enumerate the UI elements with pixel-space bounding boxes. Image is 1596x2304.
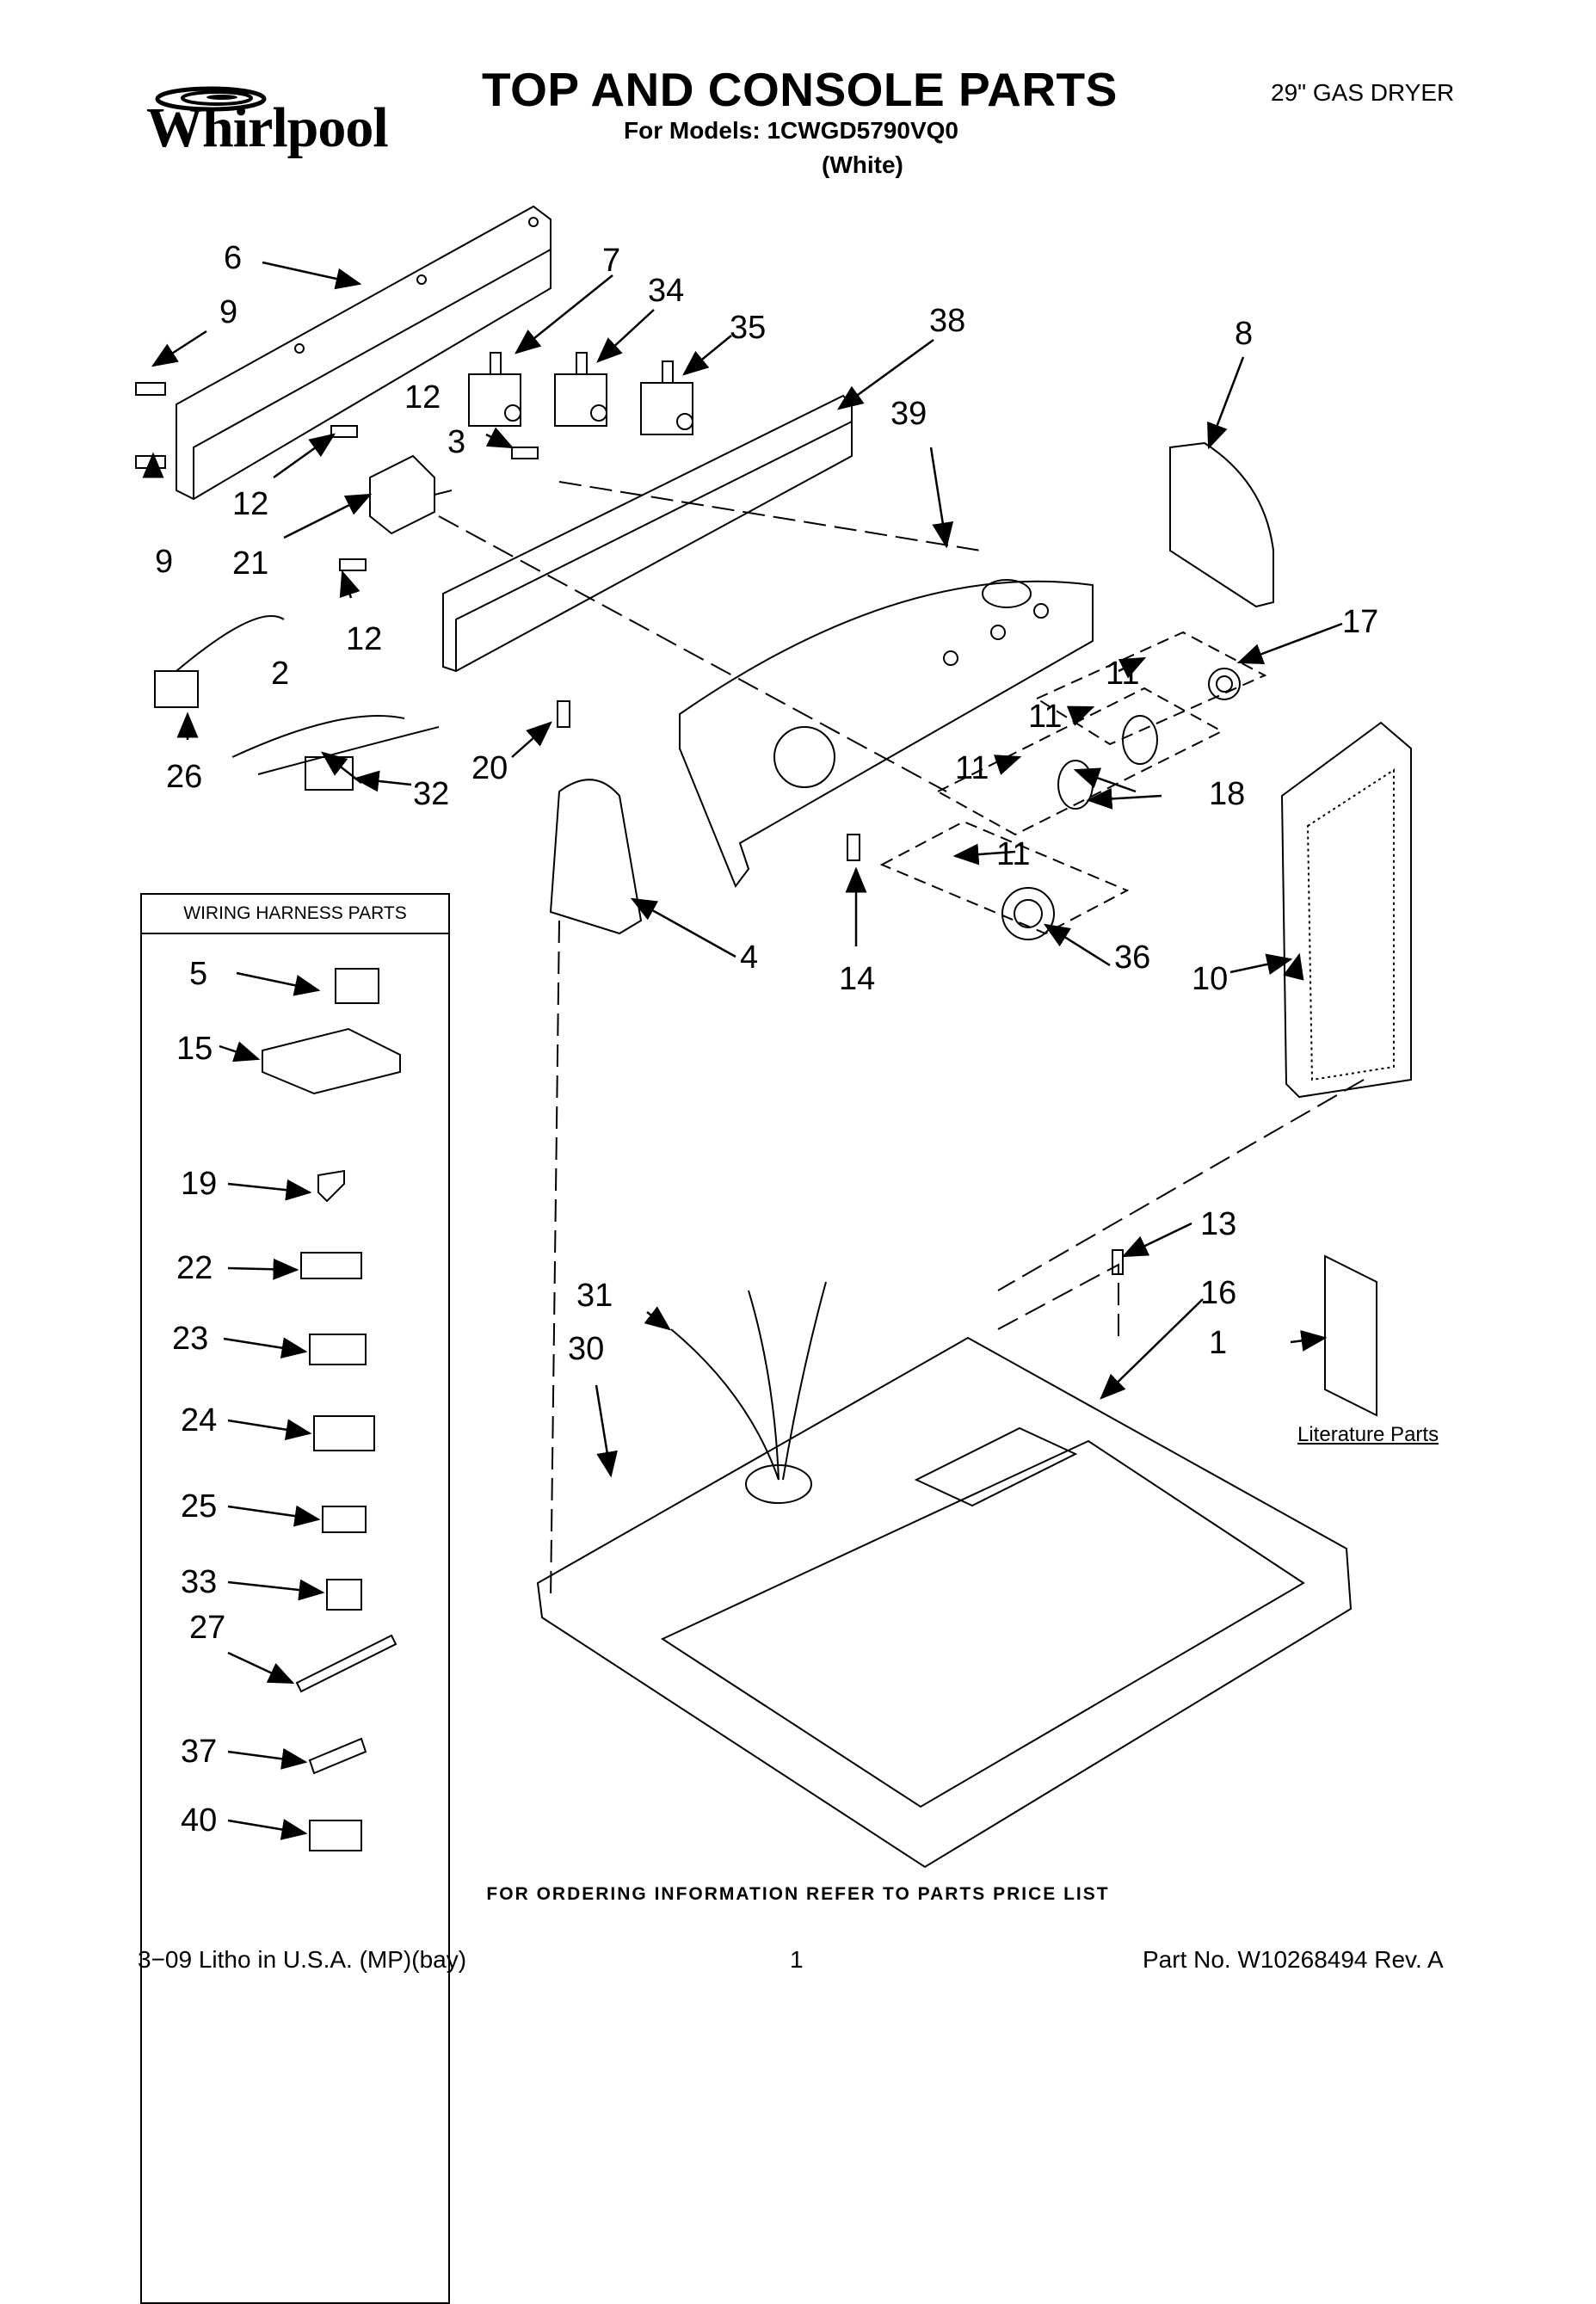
part-10-lint-screen [1280, 721, 1412, 1099]
product-type: 29" GAS DRYER [1271, 79, 1455, 106]
part-40-icon [309, 1820, 362, 1851]
part-2-harness [231, 715, 440, 775]
part-37-icon [308, 1737, 367, 1775]
callout-31: 31 [576, 1278, 613, 1314]
logo-swirl-icon [155, 86, 267, 112]
part-6-bracket [176, 205, 552, 501]
callout-30: 30 [568, 1331, 604, 1367]
callout-11-c: 11 [955, 750, 989, 786]
harness-callout-37: 37 [181, 1734, 217, 1770]
harness-callout-5: 5 [189, 956, 207, 992]
literature-parts-label: Literature Parts [1297, 1423, 1439, 1446]
callout-11-d: 11 [996, 836, 1030, 872]
part-7-switch [468, 352, 521, 427]
callout-12-c: 12 [346, 621, 382, 657]
callout-2: 2 [271, 656, 289, 692]
part-8-endcap [1169, 441, 1274, 608]
callout-17: 17 [1342, 604, 1378, 640]
callout-38: 38 [929, 303, 965, 339]
callout-13: 13 [1200, 1206, 1236, 1242]
wiring-harness-title: WIRING HARNESS PARTS [142, 895, 448, 934]
callout-11-a: 11 [1106, 656, 1139, 692]
part-1-literature [1324, 1254, 1377, 1417]
callout-12-b: 12 [232, 486, 268, 522]
page-title: TOP AND CONSOLE PARTS [482, 63, 1118, 116]
callout-16: 16 [1200, 1275, 1236, 1311]
callout-20: 20 [471, 750, 508, 786]
part-5-icon [335, 968, 379, 1004]
part-25-icon [322, 1506, 367, 1533]
callout-10: 10 [1192, 961, 1228, 997]
part-4-sidecap [549, 779, 643, 935]
part-22-icon [300, 1252, 362, 1279]
harness-callout-23: 23 [172, 1321, 208, 1357]
part-number: Part No. W10268494 Rev. A [1143, 1946, 1444, 1973]
harness-callout-15: 15 [176, 1031, 213, 1067]
callout-34: 34 [648, 273, 684, 309]
harness-callout-19: 19 [181, 1166, 217, 1202]
harness-callout-33: 33 [181, 1564, 217, 1600]
part-17-knob [1208, 668, 1241, 700]
callout-9-bottom: 9 [155, 544, 173, 580]
harness-callout-27: 27 [189, 1610, 225, 1646]
harness-callout-22: 22 [176, 1250, 213, 1286]
callout-39: 39 [890, 396, 927, 432]
part-18-knob-b [1057, 760, 1094, 810]
exploded-diagram: 6 9 9 7 34 35 38 39 8 12 3 12 21 12 2 26… [135, 205, 1412, 1869]
part-26-connector [154, 670, 199, 708]
part-18-knob-a [1122, 715, 1158, 765]
litho-info: 3−09 Litho in U.S.A. (MP)(bay) [138, 1946, 467, 1973]
part-21-timer [369, 454, 453, 535]
harness-callout-40: 40 [181, 1802, 217, 1839]
callout-12-a: 12 [404, 379, 441, 416]
harness-callout-25: 25 [181, 1488, 217, 1525]
callout-7: 7 [602, 243, 620, 279]
callout-11-b: 11 [1028, 699, 1062, 735]
model-color: (White) [822, 151, 903, 178]
part-36-knob [1001, 887, 1055, 940]
callout-26: 26 [166, 759, 202, 795]
whirlpool-logo: Whirlpool [120, 73, 389, 168]
callout-32: 32 [413, 776, 449, 812]
part-16-top-panel [536, 1336, 1353, 1869]
part-27-icon [295, 1634, 397, 1693]
ordering-note: FOR ORDERING INFORMATION REFER TO PARTS … [486, 1884, 1110, 1904]
callout-35: 35 [730, 310, 766, 346]
brand-name: Whirlpool [146, 96, 389, 159]
callout-4: 4 [740, 939, 758, 976]
model-subtitle: For Models: 1CWGD5790VQ0 [624, 117, 958, 144]
harness-parts-list: 5 15 19 22 23 24 25 33 27 37 40 [172, 956, 401, 1851]
harness-callout-24: 24 [181, 1402, 217, 1438]
part-33-icon [326, 1579, 362, 1611]
callout-8: 8 [1235, 316, 1253, 352]
part-24-icon [313, 1415, 375, 1451]
callout-9-top: 9 [219, 294, 237, 330]
part-15-icon [262, 1027, 401, 1095]
part-23-icon [309, 1334, 367, 1365]
callout-18: 18 [1209, 776, 1245, 812]
callout-3: 3 [447, 424, 465, 460]
callout-6: 6 [224, 240, 242, 276]
part-19-icon [317, 1169, 345, 1203]
part-39-console [679, 580, 1094, 889]
part-34-switch [554, 352, 607, 427]
part-35-switch [640, 360, 693, 435]
callout-21: 21 [232, 545, 268, 582]
callout-36: 36 [1114, 939, 1150, 976]
part-32-connector [305, 756, 354, 791]
callout-1: 1 [1209, 1325, 1227, 1361]
callout-14: 14 [839, 961, 875, 997]
wiring-harness-panel: WIRING HARNESS PARTS [140, 893, 450, 2304]
page-number: 1 [790, 1946, 804, 1973]
